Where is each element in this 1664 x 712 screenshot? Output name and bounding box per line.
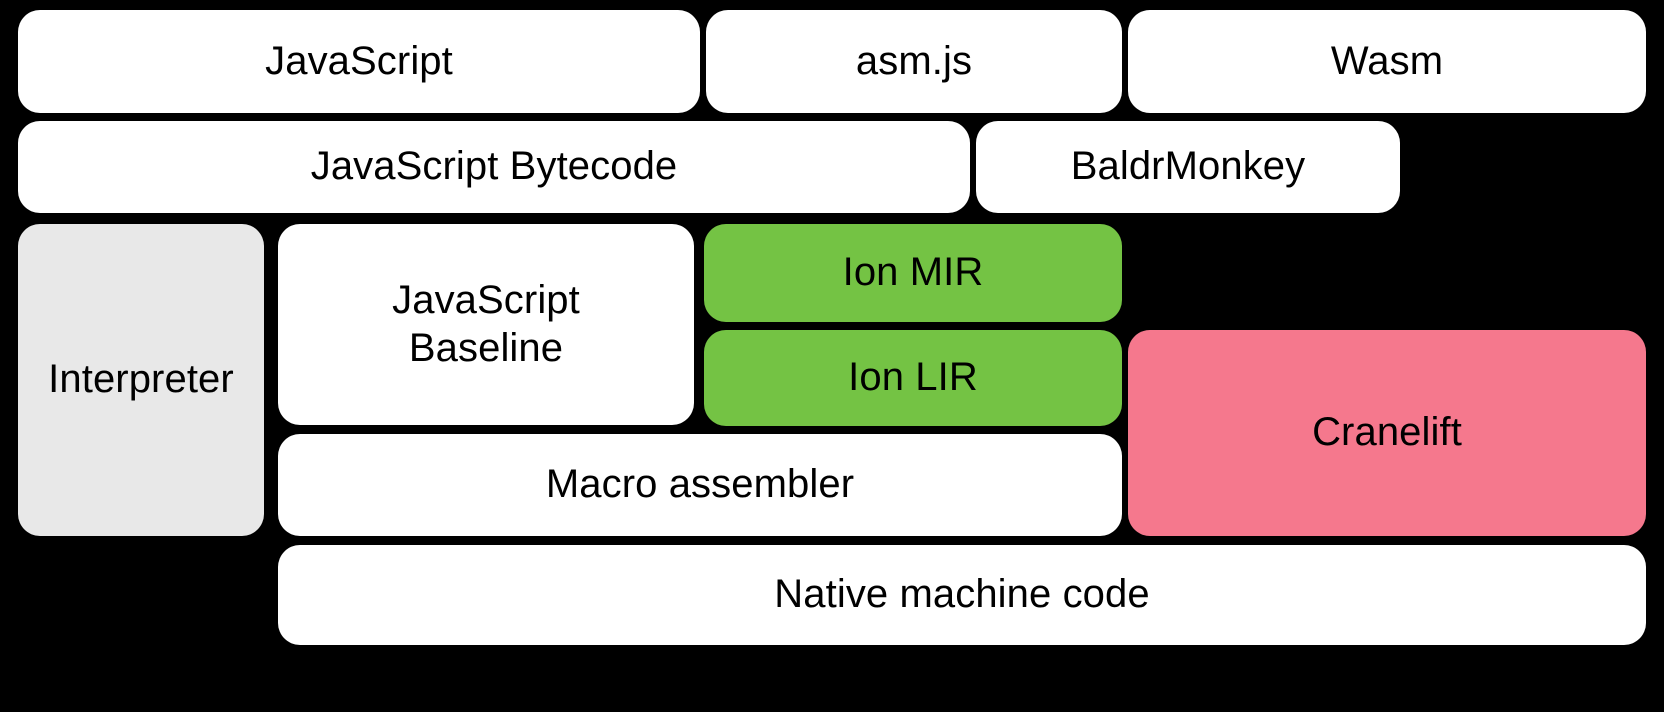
node-javascript[interactable]: JavaScript <box>18 10 700 113</box>
node-interpreter[interactable]: Interpreter <box>18 224 264 536</box>
node-cranelift[interactable]: Cranelift <box>1128 330 1646 536</box>
node-ion-lir[interactable]: Ion LIR <box>704 330 1122 426</box>
node-wasm[interactable]: Wasm <box>1128 10 1646 113</box>
node-baldrmonkey[interactable]: BaldrMonkey <box>976 121 1400 213</box>
node-native-machine-code[interactable]: Native machine code <box>278 545 1646 645</box>
node-ion-mir[interactable]: Ion MIR <box>704 224 1122 322</box>
node-macro-assembler[interactable]: Macro assembler <box>278 434 1122 536</box>
node-asmjs[interactable]: asm.js <box>706 10 1122 113</box>
node-js-baseline[interactable]: JavaScript Baseline <box>278 224 694 425</box>
node-js-bytecode[interactable]: JavaScript Bytecode <box>18 121 970 213</box>
